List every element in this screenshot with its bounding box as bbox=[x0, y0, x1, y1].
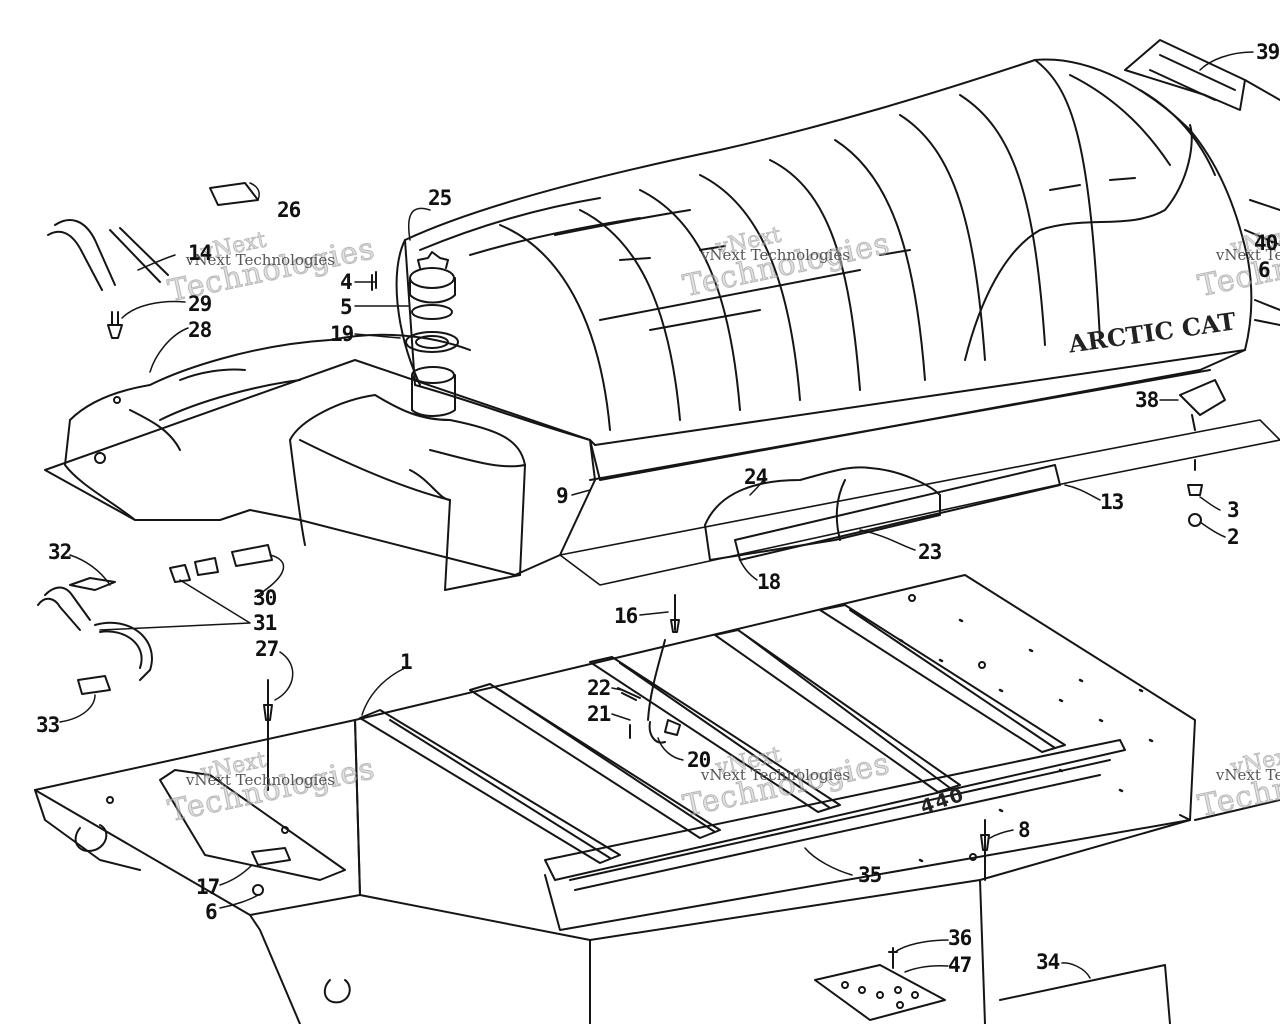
callout-26: 26 bbox=[277, 198, 301, 222]
callout-22: 22 bbox=[587, 676, 611, 700]
foam-support bbox=[704, 466, 941, 561]
callout-33: 33 bbox=[36, 713, 60, 737]
callout-13: 13 bbox=[1100, 490, 1124, 514]
callout-6-left: 6 bbox=[205, 900, 218, 924]
callout-34: 34 bbox=[1036, 950, 1060, 974]
callout-16: 16 bbox=[614, 604, 638, 628]
callout-27: 27 bbox=[255, 637, 279, 661]
callout-6-right: 6 bbox=[1258, 258, 1271, 282]
callout-40: 40 bbox=[1254, 231, 1278, 255]
callout-21: 21 bbox=[587, 702, 611, 726]
fuel-tank-drawing bbox=[44, 333, 596, 591]
callout-30: 30 bbox=[253, 586, 277, 610]
callout-39: 39 bbox=[1256, 40, 1280, 64]
callout-5: 5 bbox=[340, 295, 353, 319]
callout-36: 36 bbox=[948, 926, 972, 950]
hoses-and-fittings bbox=[37, 182, 273, 695]
callout-1: 1 bbox=[400, 650, 413, 674]
callout-4: 4 bbox=[340, 270, 353, 294]
callout-20: 20 bbox=[687, 748, 711, 772]
callout-9: 9 bbox=[556, 484, 569, 508]
small-hardware bbox=[263, 459, 1203, 969]
seat-drawing bbox=[395, 58, 1253, 481]
callout-35: 35 bbox=[858, 863, 882, 887]
callout-38: 38 bbox=[1135, 388, 1159, 412]
callout-24: 24 bbox=[744, 465, 768, 489]
callout-8: 8 bbox=[1018, 818, 1031, 842]
callout-17: 17 bbox=[196, 875, 220, 899]
callout-47: 47 bbox=[948, 953, 972, 977]
callout-28: 28 bbox=[188, 318, 212, 342]
leader-lines bbox=[59, 51, 1254, 979]
callout-18: 18 bbox=[757, 570, 781, 594]
callout-31: 31 bbox=[253, 611, 277, 635]
seat-base-plate bbox=[559, 369, 1280, 586]
callout-23: 23 bbox=[918, 540, 942, 564]
chassis-tunnel-drawing bbox=[34, 574, 1280, 1024]
rear-flap-drawing bbox=[1124, 39, 1280, 326]
callout-14: 14 bbox=[188, 241, 212, 265]
callout-25: 25 bbox=[428, 186, 452, 210]
callout-2: 2 bbox=[1227, 525, 1240, 549]
callout-3: 3 bbox=[1227, 498, 1240, 522]
callout-32: 32 bbox=[48, 540, 72, 564]
callout-19: 19 bbox=[330, 322, 354, 346]
callout-29: 29 bbox=[188, 292, 212, 316]
